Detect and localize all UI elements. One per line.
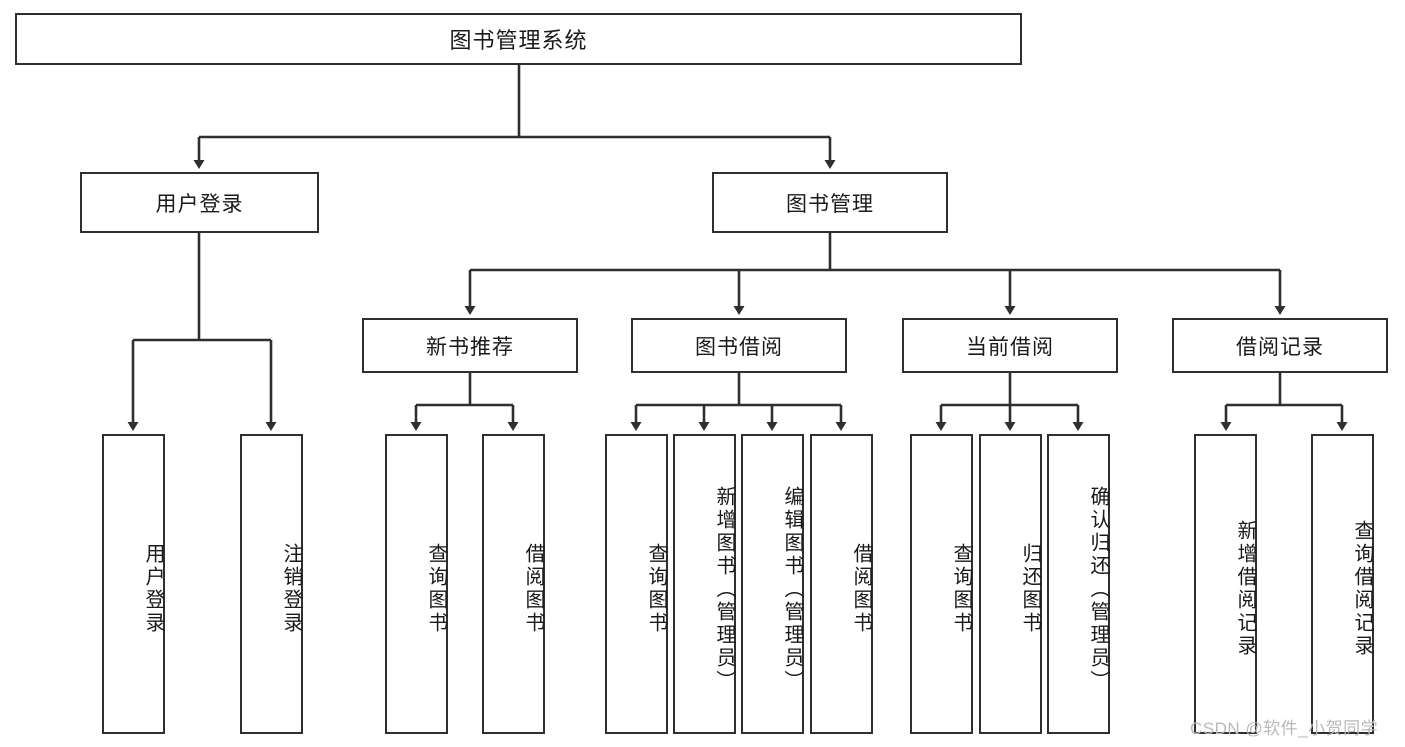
leaf-user-login[interactable]: 用户登录	[102, 434, 165, 734]
leaf-borrow-book-recommend[interactable]: 借阅图书	[482, 434, 545, 734]
node-root-system[interactable]: 图书管理系统	[15, 13, 1022, 65]
leaf-borrow-book[interactable]: 借阅图书	[810, 434, 873, 734]
node-borrow-record[interactable]: 借阅记录	[1172, 318, 1388, 373]
leaf-add-book-admin[interactable]: 新增图书（管理员）	[673, 434, 736, 734]
leaf-return-book[interactable]: 归还图书	[979, 434, 1042, 734]
node-current-borrow[interactable]: 当前借阅	[902, 318, 1118, 373]
node-book-management[interactable]: 图书管理	[712, 172, 948, 233]
leaf-query-book-current[interactable]: 查询图书	[910, 434, 973, 734]
node-book-borrow[interactable]: 图书借阅	[631, 318, 847, 373]
leaf-query-book-borrow[interactable]: 查询图书	[605, 434, 668, 734]
leaf-edit-book-admin[interactable]: 编辑图书（管理员）	[741, 434, 804, 734]
node-new-book-recommend[interactable]: 新书推荐	[362, 318, 578, 373]
leaf-query-book-recommend[interactable]: 查询图书	[385, 434, 448, 734]
leaf-query-borrow-record[interactable]: 查询借阅记录	[1311, 434, 1374, 734]
leaf-add-borrow-record[interactable]: 新增借阅记录	[1194, 434, 1257, 734]
node-user-login[interactable]: 用户登录	[80, 172, 319, 233]
watermark: CSDN @软件_小贺同学	[1190, 719, 1379, 738]
leaf-logout[interactable]: 注销登录	[240, 434, 303, 734]
leaf-confirm-return-admin[interactable]: 确认归还（管理员）	[1047, 434, 1110, 734]
